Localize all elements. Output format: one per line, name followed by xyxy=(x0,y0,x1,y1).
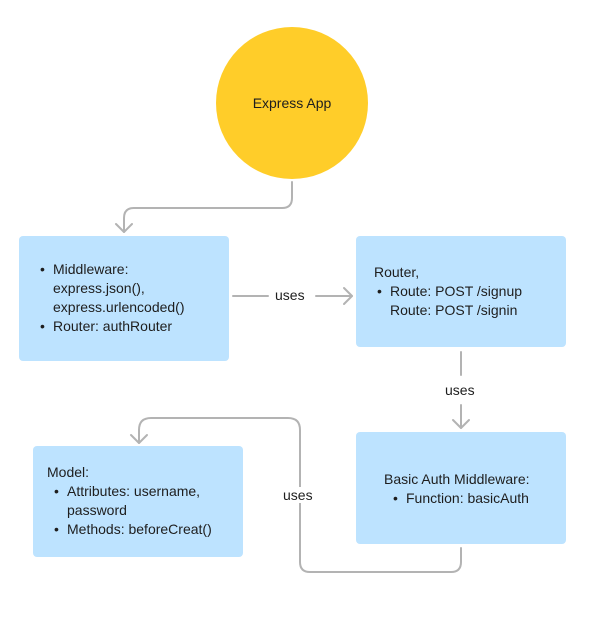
middleware-label: Middleware: xyxy=(53,261,129,277)
arrowhead-server-to-router xyxy=(343,287,353,305)
methods-label: Methods: beforeCreat() xyxy=(67,521,212,537)
model-title: Model: xyxy=(47,464,90,480)
router-node: Router, Route: POST /signup Route: POST … xyxy=(356,236,566,347)
attributes-continuation: password xyxy=(67,502,127,518)
middleware-line-urlencoded: express.urlencoded() xyxy=(53,299,185,315)
model-node: Model: Attributes: username, password Me… xyxy=(33,446,243,557)
edge-label-auth-to-model: uses xyxy=(281,487,315,503)
connector-app-to-server xyxy=(123,181,293,233)
basic-auth-title: Basic Auth Middleware: xyxy=(384,471,530,487)
router-label: Router: authRouter xyxy=(53,318,173,334)
basic-auth-list: Function: basicAuth xyxy=(384,489,556,508)
attributes-item: Attributes: username, password xyxy=(51,482,233,520)
middleware-item: Middleware: express.json(), express.urle… xyxy=(37,260,219,317)
express-app-node: Express App xyxy=(216,27,368,179)
route-signin: Route: POST /signin xyxy=(390,302,518,318)
arrowhead-app-to-server xyxy=(115,223,133,233)
route-signup-item: Route: POST /signup Route: POST /signin xyxy=(374,282,556,320)
model-list: Attributes: username, password Methods: … xyxy=(51,482,233,539)
edge-label-server-to-router: uses xyxy=(273,287,307,303)
router-item: Router: authRouter xyxy=(37,317,219,336)
router-node-list: Route: POST /signup Route: POST /signin xyxy=(374,282,556,320)
middleware-line-json: express.json(), xyxy=(53,280,145,296)
arrowhead-router-to-auth xyxy=(452,419,470,429)
server-node-list: Middleware: express.json(), express.urle… xyxy=(37,260,219,336)
basic-auth-node: Basic Auth Middleware: Function: basicAu… xyxy=(356,432,566,544)
route-signup: Route: POST /signup xyxy=(390,283,523,299)
attributes-label: Attributes: username, xyxy=(67,483,201,499)
edge-label-router-to-auth: uses xyxy=(443,382,477,398)
methods-item: Methods: beforeCreat() xyxy=(51,520,233,539)
router-node-title: Router, xyxy=(374,264,420,280)
function-item: Function: basicAuth xyxy=(390,489,556,508)
express-app-label: Express App xyxy=(252,95,332,111)
arrowhead-auth-to-model xyxy=(130,434,148,444)
function-label: Function: basicAuth xyxy=(406,490,529,506)
server-node: Middleware: express.json(), express.urle… xyxy=(19,236,229,361)
